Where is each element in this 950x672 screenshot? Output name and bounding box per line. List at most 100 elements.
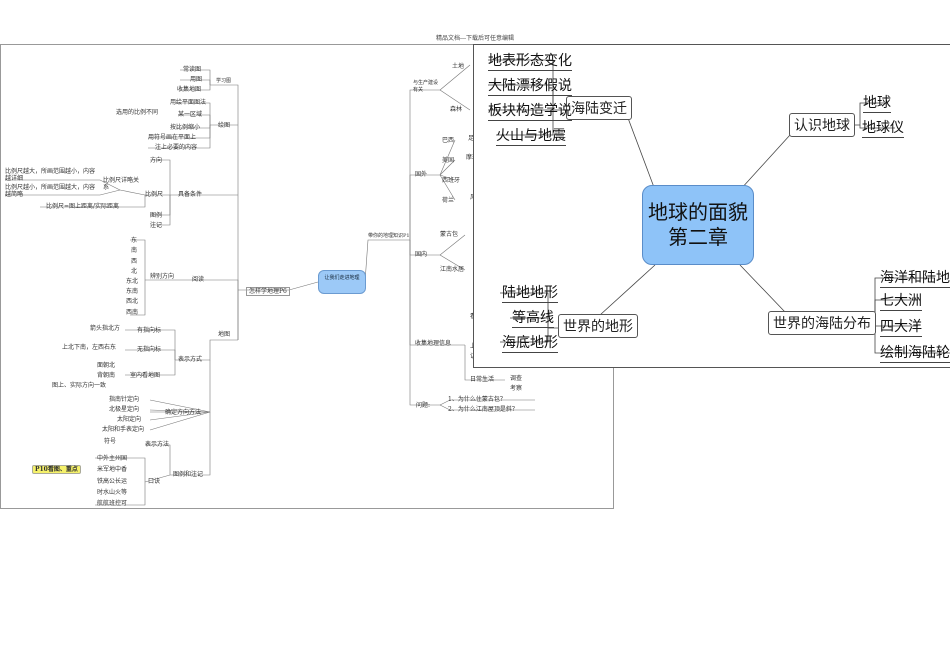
- annotation-label: 注记: [150, 222, 163, 229]
- drawing-label: 绘图: [218, 122, 231, 129]
- foreign-label: 国外: [415, 171, 428, 178]
- foreign-note-2: 摩球: [466, 154, 479, 161]
- know-item-1: 地球: [863, 92, 891, 113]
- dir-1: 东: [131, 237, 138, 244]
- grid-note-2: 背朝南: [97, 372, 116, 379]
- left-center-label: 让我们走进地理: [324, 275, 360, 281]
- legend-sub: 表示方法: [145, 441, 170, 448]
- dir-8: 西南: [126, 309, 139, 316]
- dir-7: 西北: [126, 298, 139, 305]
- landform-item-1: 陆地地形: [502, 282, 558, 303]
- forest-label: 森林: [450, 106, 463, 113]
- collect-label: 收集地理信息: [415, 340, 452, 347]
- method-1: 指南针定向: [109, 396, 140, 403]
- recite-4: 时水山火等: [97, 489, 128, 496]
- sea-land-item-4: 火山与地震: [496, 125, 566, 146]
- grid-note-3: 图上、实际方向一致: [52, 382, 107, 389]
- method-4: 太阳和手表定向: [102, 426, 145, 433]
- question-2: 2、为什么江南屋顶是斜？: [448, 406, 518, 413]
- foreign-1: 巴西: [442, 137, 455, 144]
- drawing-item-1: 用绘平面图法: [170, 99, 207, 106]
- recite-3: 铁高公长运: [97, 478, 128, 485]
- mid-left-node: 怎样学地理P6: [246, 287, 290, 296]
- sea-land-item-2: 大陆漂移假说: [488, 75, 572, 96]
- land-label: 土地: [452, 63, 465, 70]
- dir-2: 南: [131, 247, 138, 254]
- recite-1: 中外主州国: [97, 455, 128, 462]
- grid-label: 室内看地图: [130, 372, 161, 379]
- study-group-label: 学习图: [216, 78, 232, 84]
- drawing-item-5: 注上必要的内容: [155, 144, 198, 151]
- method-3: 太阳定向: [117, 416, 142, 423]
- distribution-item-4: 绘制海陆轮廓略图: [880, 342, 950, 363]
- legend-block-label: 图例和注记: [173, 471, 204, 478]
- drawing-item-4: 用符号画在平面上: [148, 134, 197, 141]
- scale-relation: 比例尺详略关系: [103, 177, 140, 191]
- recite-2: 米军地中香: [97, 466, 128, 473]
- chapter-title: 地球的面貌: [648, 200, 748, 224]
- drawing-item-3: 按比例缩小: [170, 124, 201, 131]
- method-2: 北极星定向: [109, 406, 140, 413]
- domestic-2: 江南水居: [440, 266, 465, 273]
- drawing-item-2: 某一区域: [178, 111, 203, 118]
- methods-label: 确定方向方法: [165, 409, 202, 416]
- no-pointer-note: 上北下南，左西右东: [62, 344, 117, 351]
- sea-land-item-1: 地表形态变化: [488, 50, 572, 71]
- landform-item-3: 海底地形: [502, 332, 558, 353]
- elements-label: 具备条件: [178, 191, 203, 198]
- landform-item-2: 等高线: [512, 307, 554, 328]
- questions-label: 问题:: [416, 402, 431, 409]
- related-label: 与生产建设有关: [413, 80, 439, 93]
- map-root-label: 地图: [218, 331, 231, 338]
- study-item-3: 收集地图: [177, 86, 202, 93]
- study-item-2: 用图: [190, 76, 203, 83]
- scale-formula: 比例尺=图上距离/实际距离: [46, 203, 120, 210]
- highlight-tag: P10看图、重点: [32, 465, 81, 474]
- domestic-1: 蒙古包: [440, 231, 459, 238]
- pointer-note: 箭头指北方: [90, 325, 121, 332]
- foreign-3: 西班牙: [442, 177, 461, 184]
- directions-label: 辨别方向: [150, 273, 175, 280]
- direction-label: 方向: [150, 157, 163, 164]
- daily-1: 调查: [510, 375, 523, 382]
- know-item-2: 地球仪: [862, 117, 904, 138]
- grid-note-1: 面朝北: [97, 362, 116, 369]
- study-item-1: 常读图: [183, 66, 202, 73]
- dir-6: 东南: [126, 288, 139, 295]
- page-header: 精品文档---下载后可任意编辑: [435, 35, 515, 42]
- dir-5: 东北: [126, 278, 139, 285]
- daily-2: 考察: [510, 385, 523, 392]
- mid-right-node: 带你的地理知识P1: [368, 233, 410, 239]
- recite-5: 航航班控可: [97, 500, 128, 507]
- distribution-item-2: 七大洲: [880, 290, 922, 311]
- legend-label: 图例: [150, 212, 163, 219]
- reading-label: 阅读: [192, 276, 205, 283]
- know-earth-node[interactable]: 认识地球: [789, 113, 855, 137]
- left-center-node[interactable]: 让我们走进地理: [318, 270, 366, 294]
- legend-sub-item: 符号: [104, 438, 117, 445]
- landforms-node[interactable]: 世界的地形: [558, 314, 638, 338]
- chapter-center-node[interactable]: 地球的面貌 第二章: [642, 185, 754, 265]
- distribution-item-1: 海洋和陆地: [880, 267, 950, 288]
- question-1: 1、为什么住蒙古包？: [448, 396, 506, 403]
- foreign-4: 荷兰: [442, 197, 455, 204]
- distribution-item-3: 四大洋: [880, 316, 922, 337]
- daily-label: 日常生活: [470, 376, 495, 383]
- pointer-label: 有指向标: [137, 327, 162, 334]
- scale-note-2: 比例尺越小，所画范围越大，内容越简略: [5, 184, 96, 198]
- foreign-2: 美国: [442, 157, 455, 164]
- scale-note-1: 比例尺越大，所画范围越小，内容越详细: [5, 168, 96, 182]
- distribution-node[interactable]: 世界的海陆分布: [768, 311, 876, 335]
- domestic-label: 国内: [415, 251, 428, 258]
- drawing-note: 选用的比例不同: [116, 109, 159, 116]
- dir-4: 北: [131, 268, 138, 275]
- chapter-number: 第二章: [668, 225, 728, 249]
- recite-label: 口诀: [148, 478, 161, 485]
- dir-3: 西: [131, 258, 138, 265]
- expression-label: 表示方式: [178, 356, 203, 363]
- sea-land-item-3: 板块构造学说: [488, 100, 572, 121]
- no-pointer-label: 无指向标: [137, 346, 162, 353]
- sea-land-change-node[interactable]: 海陆变迁: [566, 96, 632, 120]
